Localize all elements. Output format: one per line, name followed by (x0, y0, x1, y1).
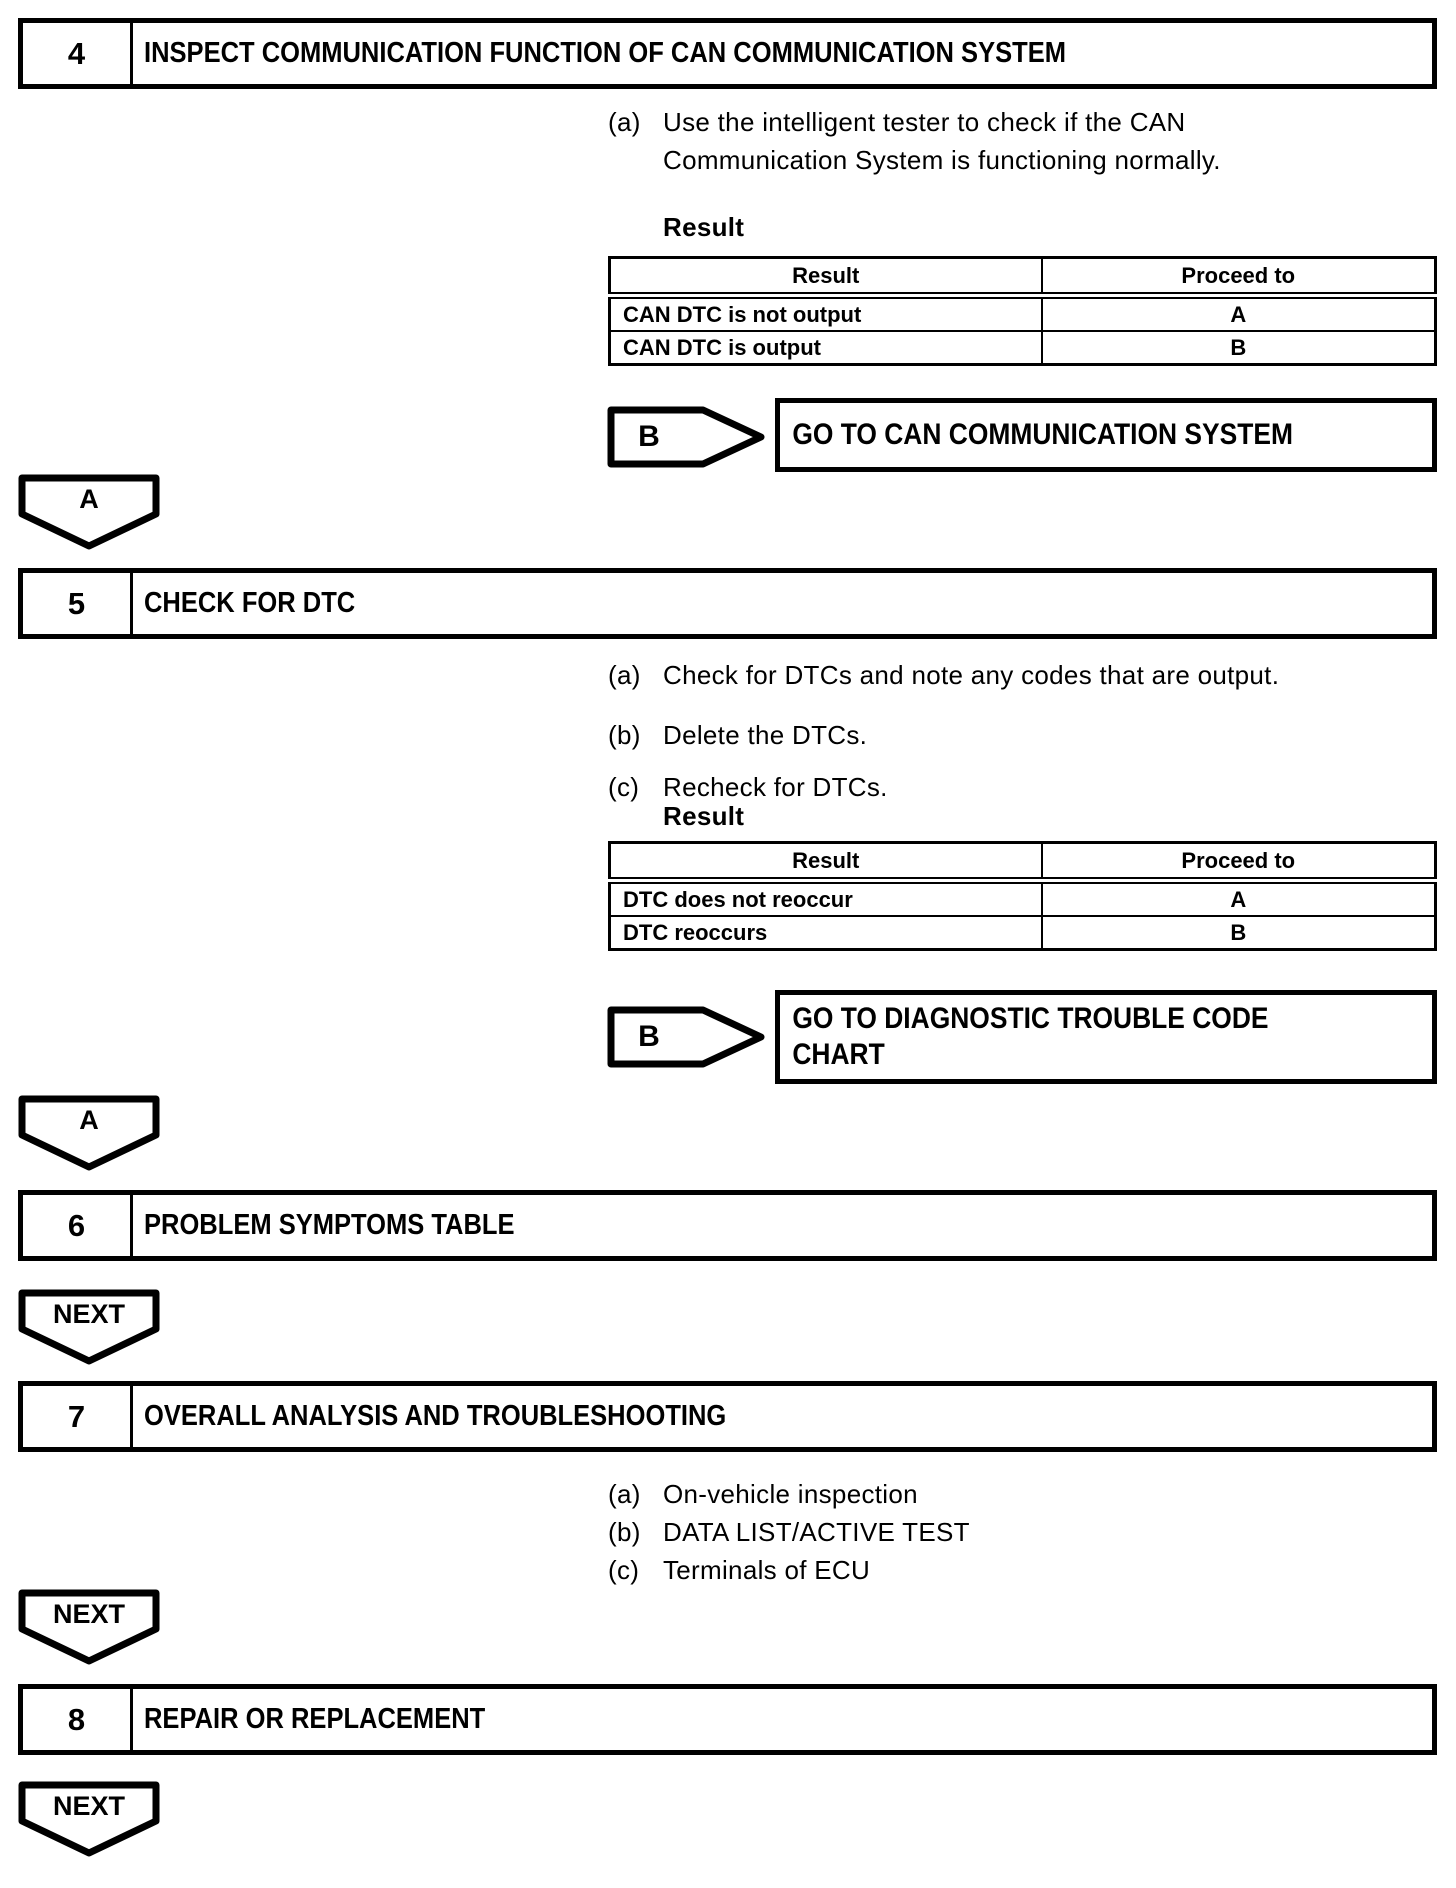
step-5-item-a: (a) Check for DTCs and note any codes th… (608, 656, 1308, 694)
item-text: Recheck for DTCs. (663, 772, 888, 802)
down-pentagon-icon (18, 474, 160, 550)
column-header-result: Result (608, 841, 1043, 884)
down-pentagon-icon (18, 1289, 160, 1365)
right-arrow-tag-icon (607, 1006, 765, 1068)
step-8-title-cell: REPAIR OR REPLACEMENT (133, 1689, 1432, 1750)
table-header-row: Result Proceed to (608, 256, 1437, 299)
item-text: Use the intelligent tester to check if t… (663, 107, 1221, 175)
cell-result: CAN DTC is output (608, 330, 1043, 366)
branch-letter: B (638, 420, 660, 453)
step-5-title: CHECK FOR DTC (144, 587, 356, 619)
branch-letter: B (638, 1020, 660, 1053)
step-7-title: OVERALL ANALYSIS AND TROUBLESHOOTING (144, 1400, 727, 1432)
step-8-title: REPAIR OR REPLACEMENT (144, 1703, 486, 1735)
item-marker: (b) (608, 720, 641, 750)
table-row: CAN DTC is not output A (608, 294, 1437, 332)
connector-label: NEXT (52, 1790, 125, 1821)
down-pentagon-icon (18, 1589, 160, 1665)
connector-label: A (79, 1104, 99, 1135)
item-text: DATA LIST/ACTIVE TEST (663, 1517, 970, 1547)
step-5-item-c: (c) Recheck for DTCs. (608, 768, 1308, 806)
connector-a-badge: A (18, 474, 160, 550)
step-5-branch-b-badge: B (607, 1006, 765, 1068)
table-row: CAN DTC is output B (608, 330, 1437, 366)
table-header-row: Result Proceed to (608, 841, 1437, 884)
step-8-number: 8 (23, 1689, 133, 1750)
cell-proceed-to: A (1040, 294, 1437, 332)
step-4-item-a: (a) Use the intelligent tester to check … (608, 103, 1308, 179)
step-7-item-b: (b) DATA LIST/ACTIVE TEST (608, 1513, 1308, 1551)
step-6-title-cell: PROBLEM SYMPTOMS TABLE (133, 1195, 1432, 1256)
cell-result: DTC does not reoccur (608, 879, 1043, 917)
column-header-proceed-to: Proceed to (1040, 256, 1437, 299)
step-5-title-cell: CHECK FOR DTC (133, 573, 1432, 634)
table-row: DTC reoccurs B (608, 915, 1437, 951)
step-5-header: 5 CHECK FOR DTC (18, 568, 1437, 639)
item-marker: (a) (608, 1479, 641, 1509)
column-header-result: Result (608, 256, 1043, 299)
step-8-header: 8 REPAIR OR REPLACEMENT (18, 1684, 1437, 1755)
connector-next-badge: NEXT (18, 1289, 160, 1365)
item-marker: (c) (608, 1555, 640, 1585)
step-4-branch-b-badge: B (607, 406, 765, 468)
connector-next-badge: NEXT (18, 1589, 160, 1665)
connector-label: NEXT (52, 1598, 125, 1629)
cell-proceed-to: B (1040, 330, 1437, 366)
cell-proceed-to: B (1040, 915, 1437, 951)
step-6-title: PROBLEM SYMPTOMS TABLE (144, 1209, 515, 1241)
step-4-number: 4 (23, 23, 133, 84)
step-4-title-cell: INSPECT COMMUNICATION FUNCTION OF CAN CO… (133, 23, 1432, 84)
step-5-result-table: Result Proceed to DTC does not reoccur A… (608, 841, 1437, 951)
step-5-result-heading: Result (663, 801, 745, 831)
step-6-number: 6 (23, 1195, 133, 1256)
connector-label: NEXT (52, 1298, 125, 1329)
item-marker: (b) (608, 1517, 641, 1547)
item-text: Terminals of ECU (663, 1555, 871, 1585)
item-marker: (a) (608, 660, 641, 690)
table-row: DTC does not reoccur A (608, 879, 1437, 917)
step-6-header: 6 PROBLEM SYMPTOMS TABLE (18, 1190, 1437, 1261)
step-7-item-a: (a) On-vehicle inspection (608, 1475, 1308, 1513)
step-7-title-cell: OVERALL ANALYSIS AND TROUBLESHOOTING (133, 1386, 1432, 1447)
item-text: On-vehicle inspection (663, 1479, 918, 1509)
step-4-title: INSPECT COMMUNICATION FUNCTION OF CAN CO… (144, 37, 1066, 69)
step-7-header: 7 OVERALL ANALYSIS AND TROUBLESHOOTING (18, 1381, 1437, 1452)
step-5-number: 5 (23, 573, 133, 634)
step-7-number: 7 (23, 1386, 133, 1447)
cell-result: CAN DTC is not output (608, 294, 1043, 332)
goto-label: GO TO DIAGNOSTIC TROUBLE CODE CHART (792, 1002, 1269, 1071)
cell-result: DTC reoccurs (608, 915, 1043, 951)
step-4-goto-box: GO TO CAN COMMUNICATION SYSTEM (775, 398, 1437, 472)
right-arrow-tag-icon (607, 406, 765, 468)
down-pentagon-icon (18, 1781, 160, 1857)
item-text: Delete the DTCs. (663, 720, 868, 750)
connector-next-badge: NEXT (18, 1781, 160, 1857)
item-marker: (c) (608, 772, 640, 802)
down-pentagon-icon (18, 1095, 160, 1171)
connector-label: A (79, 483, 99, 514)
item-marker: (a) (608, 107, 641, 137)
connector-a-badge: A (18, 1095, 160, 1171)
goto-label: GO TO CAN COMMUNICATION SYSTEM (792, 418, 1293, 451)
item-text: Check for DTCs and note any codes that a… (663, 660, 1280, 690)
step-4-result-heading: Result (663, 212, 745, 242)
column-header-proceed-to: Proceed to (1040, 841, 1437, 884)
step-5-item-b: (b) Delete the DTCs. (608, 716, 1308, 754)
step-4-header: 4 INSPECT COMMUNICATION FUNCTION OF CAN … (18, 18, 1437, 89)
step-4-result-table: Result Proceed to CAN DTC is not output … (608, 256, 1437, 366)
step-7-item-c: (c) Terminals of ECU (608, 1551, 1308, 1589)
cell-proceed-to: A (1040, 879, 1437, 917)
step-5-goto-box: GO TO DIAGNOSTIC TROUBLE CODE CHART (775, 990, 1437, 1084)
